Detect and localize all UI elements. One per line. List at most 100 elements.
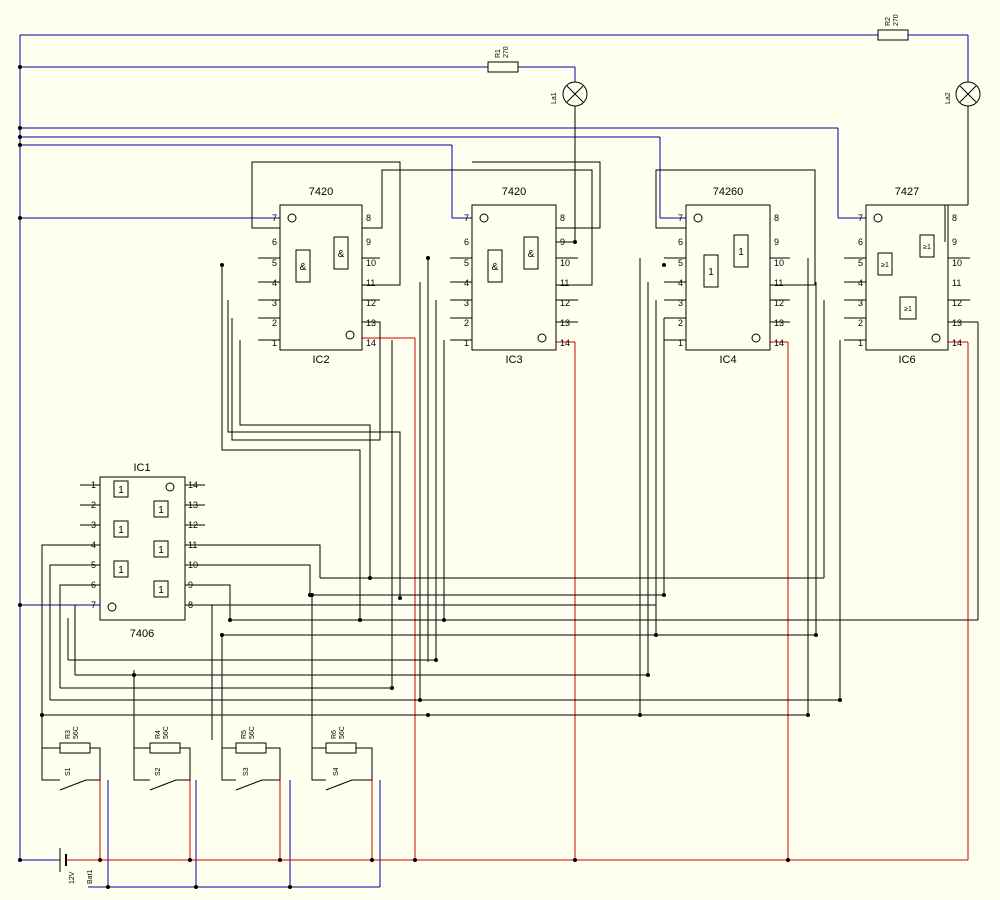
pin-label: 7 [464, 213, 469, 223]
pin-label: 13 [366, 318, 376, 328]
resistor-value: 270 [503, 46, 510, 58]
switch-s1: S1 [59, 767, 100, 791]
resistor-ref: R1 [495, 49, 502, 58]
lamp-la2: La2 [945, 81, 981, 107]
pin-label: 8 [366, 213, 371, 223]
pin-label: 2 [858, 318, 863, 328]
pin-label: 1 [464, 338, 469, 348]
pin-label: 10 [774, 258, 784, 268]
vcc-symbol-icon [537, 333, 547, 343]
chip-ref-label: IC3 [505, 354, 522, 366]
pin-label: 2 [272, 318, 277, 328]
pin-label: 4 [858, 278, 863, 288]
gate-symbol: 1 [118, 565, 124, 576]
pin-label: 9 [188, 580, 193, 590]
logic-wires [41, 106, 979, 781]
pin-label: 1 [91, 480, 96, 490]
pin-label: 4 [678, 278, 683, 288]
pin-label: 14 [188, 480, 198, 490]
chip-ref-label: IC1 [133, 462, 150, 474]
pin-label: 5 [91, 560, 96, 570]
switch-s2: S2 [149, 767, 190, 791]
chip-part-label: 7420 [309, 186, 333, 198]
pin-label: 14 [366, 338, 376, 348]
pin-label: 3 [91, 520, 96, 530]
battery-voltage: 12V [69, 871, 76, 884]
resistor-value: 56C [339, 726, 346, 739]
chip-ref-label: IC2 [312, 354, 329, 366]
resistor-ref: R2 [885, 17, 892, 26]
gate-symbol: ≥1 [881, 262, 889, 269]
pin-label: 7 [91, 600, 96, 610]
pin-label: 11 [560, 278, 569, 288]
pin-label: 14 [952, 338, 962, 348]
ground-wires [19, 34, 969, 888]
pin-label: 8 [188, 600, 193, 610]
resistor-ref: R4 [155, 730, 162, 739]
pin-label: 2 [464, 318, 469, 328]
resistor-r6: R6 56C [325, 726, 357, 754]
pin-label: 2 [91, 500, 96, 510]
gate-symbol: 1 [158, 505, 164, 516]
switch-ref: S3 [243, 767, 250, 776]
vcc-symbol-icon [931, 333, 941, 343]
lamp-ref: La2 [945, 92, 952, 104]
pin-label: 6 [678, 237, 683, 247]
ground-symbol-icon [479, 213, 489, 223]
pin-label: 5 [858, 258, 863, 268]
chip-part-label: 74260 [713, 186, 744, 198]
supply-wires [99, 337, 969, 861]
pin-label: 10 [560, 258, 570, 268]
gate-symbol: 1 [158, 585, 164, 596]
pin-label: 13 [952, 318, 962, 328]
junction-dots [18, 65, 842, 889]
pin-label: 2 [678, 318, 683, 328]
pin-label: 13 [560, 318, 570, 328]
pin-label: 11 [774, 278, 783, 288]
chip-ic6: 7427 IC6 7 6 5 4 3 2 1 8 9 10 11 12 13 1… [858, 186, 962, 366]
pin-label: 12 [188, 520, 198, 530]
gate-symbol: 1 [738, 247, 744, 258]
resistor-value: 270 [893, 14, 900, 26]
chip-ic3: 7420 IC3 7 6 5 4 3 2 1 8 9 10 11 12 13 1… [464, 186, 570, 366]
switch-ref: S2 [155, 767, 162, 776]
pin-label: 11 [188, 540, 197, 550]
vcc-symbol-icon [345, 330, 355, 340]
pin-label: 14 [560, 338, 570, 348]
pin-label: 5 [464, 258, 469, 268]
resistor-r1: R1 270 [487, 46, 519, 73]
battery-ref: Bat1 [87, 869, 94, 884]
pin-label: 9 [952, 237, 957, 247]
pin-label: 3 [678, 298, 683, 308]
pin-label: 8 [774, 213, 779, 223]
pin-label: 12 [366, 298, 376, 308]
gate-symbol: 1 [118, 485, 124, 496]
chip-part-label: 7406 [130, 628, 154, 640]
pin-label: 8 [952, 213, 957, 223]
gate-symbol: 1 [158, 545, 164, 556]
resistor-r2: R2 270 [877, 14, 909, 41]
pin-label: 6 [858, 237, 863, 247]
pin-label: 9 [366, 237, 371, 247]
resistor-ref: R6 [331, 730, 338, 739]
pin-label: 9 [774, 237, 779, 247]
vcc-symbol-icon [751, 333, 761, 343]
pin-label: 12 [560, 298, 570, 308]
gate-symbol: 1 [708, 267, 714, 278]
pin-label: 13 [188, 500, 198, 510]
resistor-r3: R3 56C [59, 726, 91, 754]
resistor-value: 56C [163, 726, 170, 739]
ground-symbol-icon [287, 213, 297, 223]
vcc-symbol-icon [165, 482, 175, 492]
pin-label: 1 [678, 338, 683, 348]
battery-bat1: 12V Bat1 [59, 848, 100, 884]
pin-label: 7 [678, 213, 683, 223]
pin-label: 11 [952, 278, 961, 288]
ground-symbol-icon [693, 213, 703, 223]
pin-label: 3 [272, 298, 277, 308]
lamp-ref: La1 [551, 92, 558, 104]
pin-label: 7 [272, 213, 277, 223]
pin-label: 14 [774, 338, 784, 348]
pin-label: 4 [464, 278, 469, 288]
resistor-r4: R4 56C [149, 726, 181, 754]
